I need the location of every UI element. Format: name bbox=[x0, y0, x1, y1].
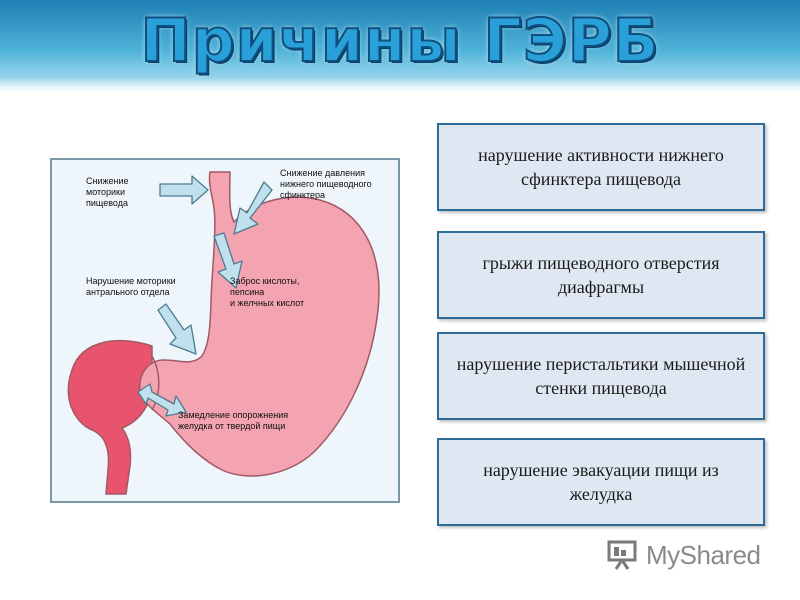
stomach-shape bbox=[139, 171, 380, 477]
label-esophagus-motility: Снижение моторики пищевода bbox=[86, 176, 129, 208]
label-reflux: Заброс кислоты, пепсина и желчных кислот bbox=[230, 276, 305, 308]
page-title: Причины ГЭРБ bbox=[139, 5, 660, 77]
cause-box-evacuation: нарушение эвакуации пищи из желудка bbox=[437, 438, 765, 526]
cause-box-peristalsis: нарушение перистальтики мышечной стенки … bbox=[437, 332, 765, 420]
arrow-emptying bbox=[137, 383, 187, 417]
header-band bbox=[0, 0, 800, 92]
arrow-sphincter bbox=[233, 181, 273, 235]
arrow-motility bbox=[159, 175, 209, 205]
logo-text: MyShared bbox=[646, 540, 761, 570]
arrow-reflux bbox=[213, 232, 243, 289]
myshared-logo: MyShared bbox=[606, 536, 766, 572]
cause-box-hernia: грыжи пищеводного отверстия диафрагмы bbox=[437, 231, 765, 319]
duodenum-shape bbox=[67, 339, 153, 495]
label-gastric-emptying: Замедление опорожнения желудка от твердо… bbox=[178, 410, 289, 431]
stomach-diagram: Снижение моторики пищевода Снижение давл… bbox=[50, 158, 400, 503]
stomach-illustration bbox=[67, 171, 380, 495]
label-antral-motility: Нарушение моторики антрального отдела bbox=[86, 276, 176, 297]
presentation-board-icon bbox=[607, 540, 637, 570]
pylorus-shape bbox=[151, 355, 160, 411]
arrow-antral bbox=[157, 303, 197, 355]
cause-box-sphincter: нарушение активности нижнего сфинктера п… bbox=[437, 123, 765, 211]
label-sphincter-pressure: Снижение давления нижнего пищеводного сф… bbox=[280, 168, 372, 200]
